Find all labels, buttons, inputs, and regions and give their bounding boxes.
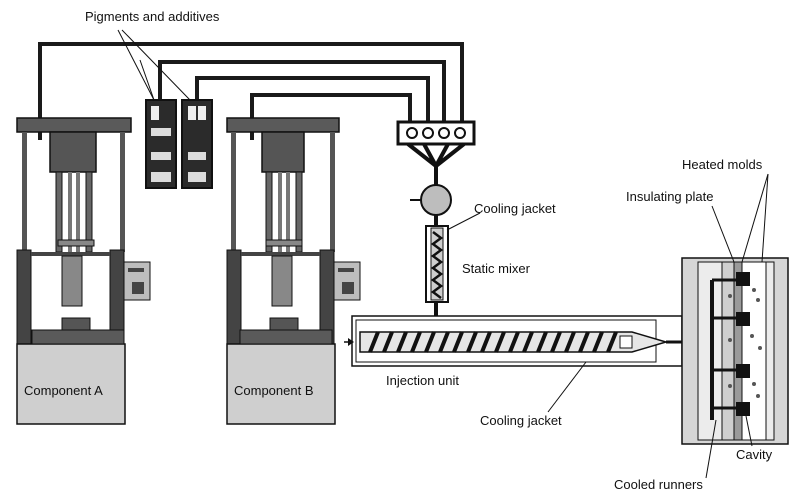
pigment-container-2 bbox=[181, 99, 213, 189]
label-cooling-jacket-top: Cooling jacket bbox=[474, 201, 556, 216]
static-mixer bbox=[425, 225, 449, 320]
label-cooling-jacket-bottom: Cooling jacket bbox=[480, 413, 562, 428]
mold-assembly bbox=[681, 257, 789, 445]
label-cavity: Cavity bbox=[736, 447, 773, 462]
feed-line-component-a bbox=[38, 42, 464, 140]
valve bbox=[410, 184, 452, 226]
feed-line-pigment-1 bbox=[158, 60, 446, 124]
leader-cooled-runners bbox=[705, 419, 717, 479]
leader-cooling-jacket-top bbox=[446, 212, 481, 231]
leader-pigments-1 bbox=[139, 59, 155, 101]
cavity-3 bbox=[736, 364, 750, 378]
machine-component-b bbox=[226, 117, 361, 425]
cavity-4 bbox=[736, 402, 750, 416]
label-pigments-and-additives: Pigments and additives bbox=[85, 9, 220, 24]
label-insulating-plate: Insulating plate bbox=[626, 189, 714, 204]
leader-cooling-jacket-bottom bbox=[547, 361, 587, 413]
label-static-mixer: Static mixer bbox=[462, 261, 530, 276]
label-component-b: Component B bbox=[234, 383, 314, 398]
feed-manifold bbox=[396, 120, 476, 188]
leader-heated-molds-b bbox=[761, 173, 769, 263]
label-component-a: Component A bbox=[24, 383, 103, 398]
leader-pigments-b bbox=[121, 29, 191, 101]
machine-component-a bbox=[16, 117, 151, 425]
leader-insulating-plate bbox=[711, 205, 735, 263]
leader-pigments-a bbox=[117, 29, 155, 101]
pigment-container-1 bbox=[145, 99, 177, 189]
leader-cavity bbox=[745, 415, 753, 447]
cavity-2 bbox=[736, 312, 750, 326]
leader-heated-molds-a bbox=[741, 173, 769, 263]
label-injection-unit: Injection unit bbox=[386, 373, 459, 388]
label-heated-molds: Heated molds bbox=[682, 157, 763, 172]
injection-unit bbox=[344, 315, 712, 367]
feed-line-pigment-2 bbox=[195, 76, 430, 124]
cavity-1 bbox=[736, 272, 750, 286]
label-cooled-runners: Cooled runners bbox=[614, 477, 703, 492]
